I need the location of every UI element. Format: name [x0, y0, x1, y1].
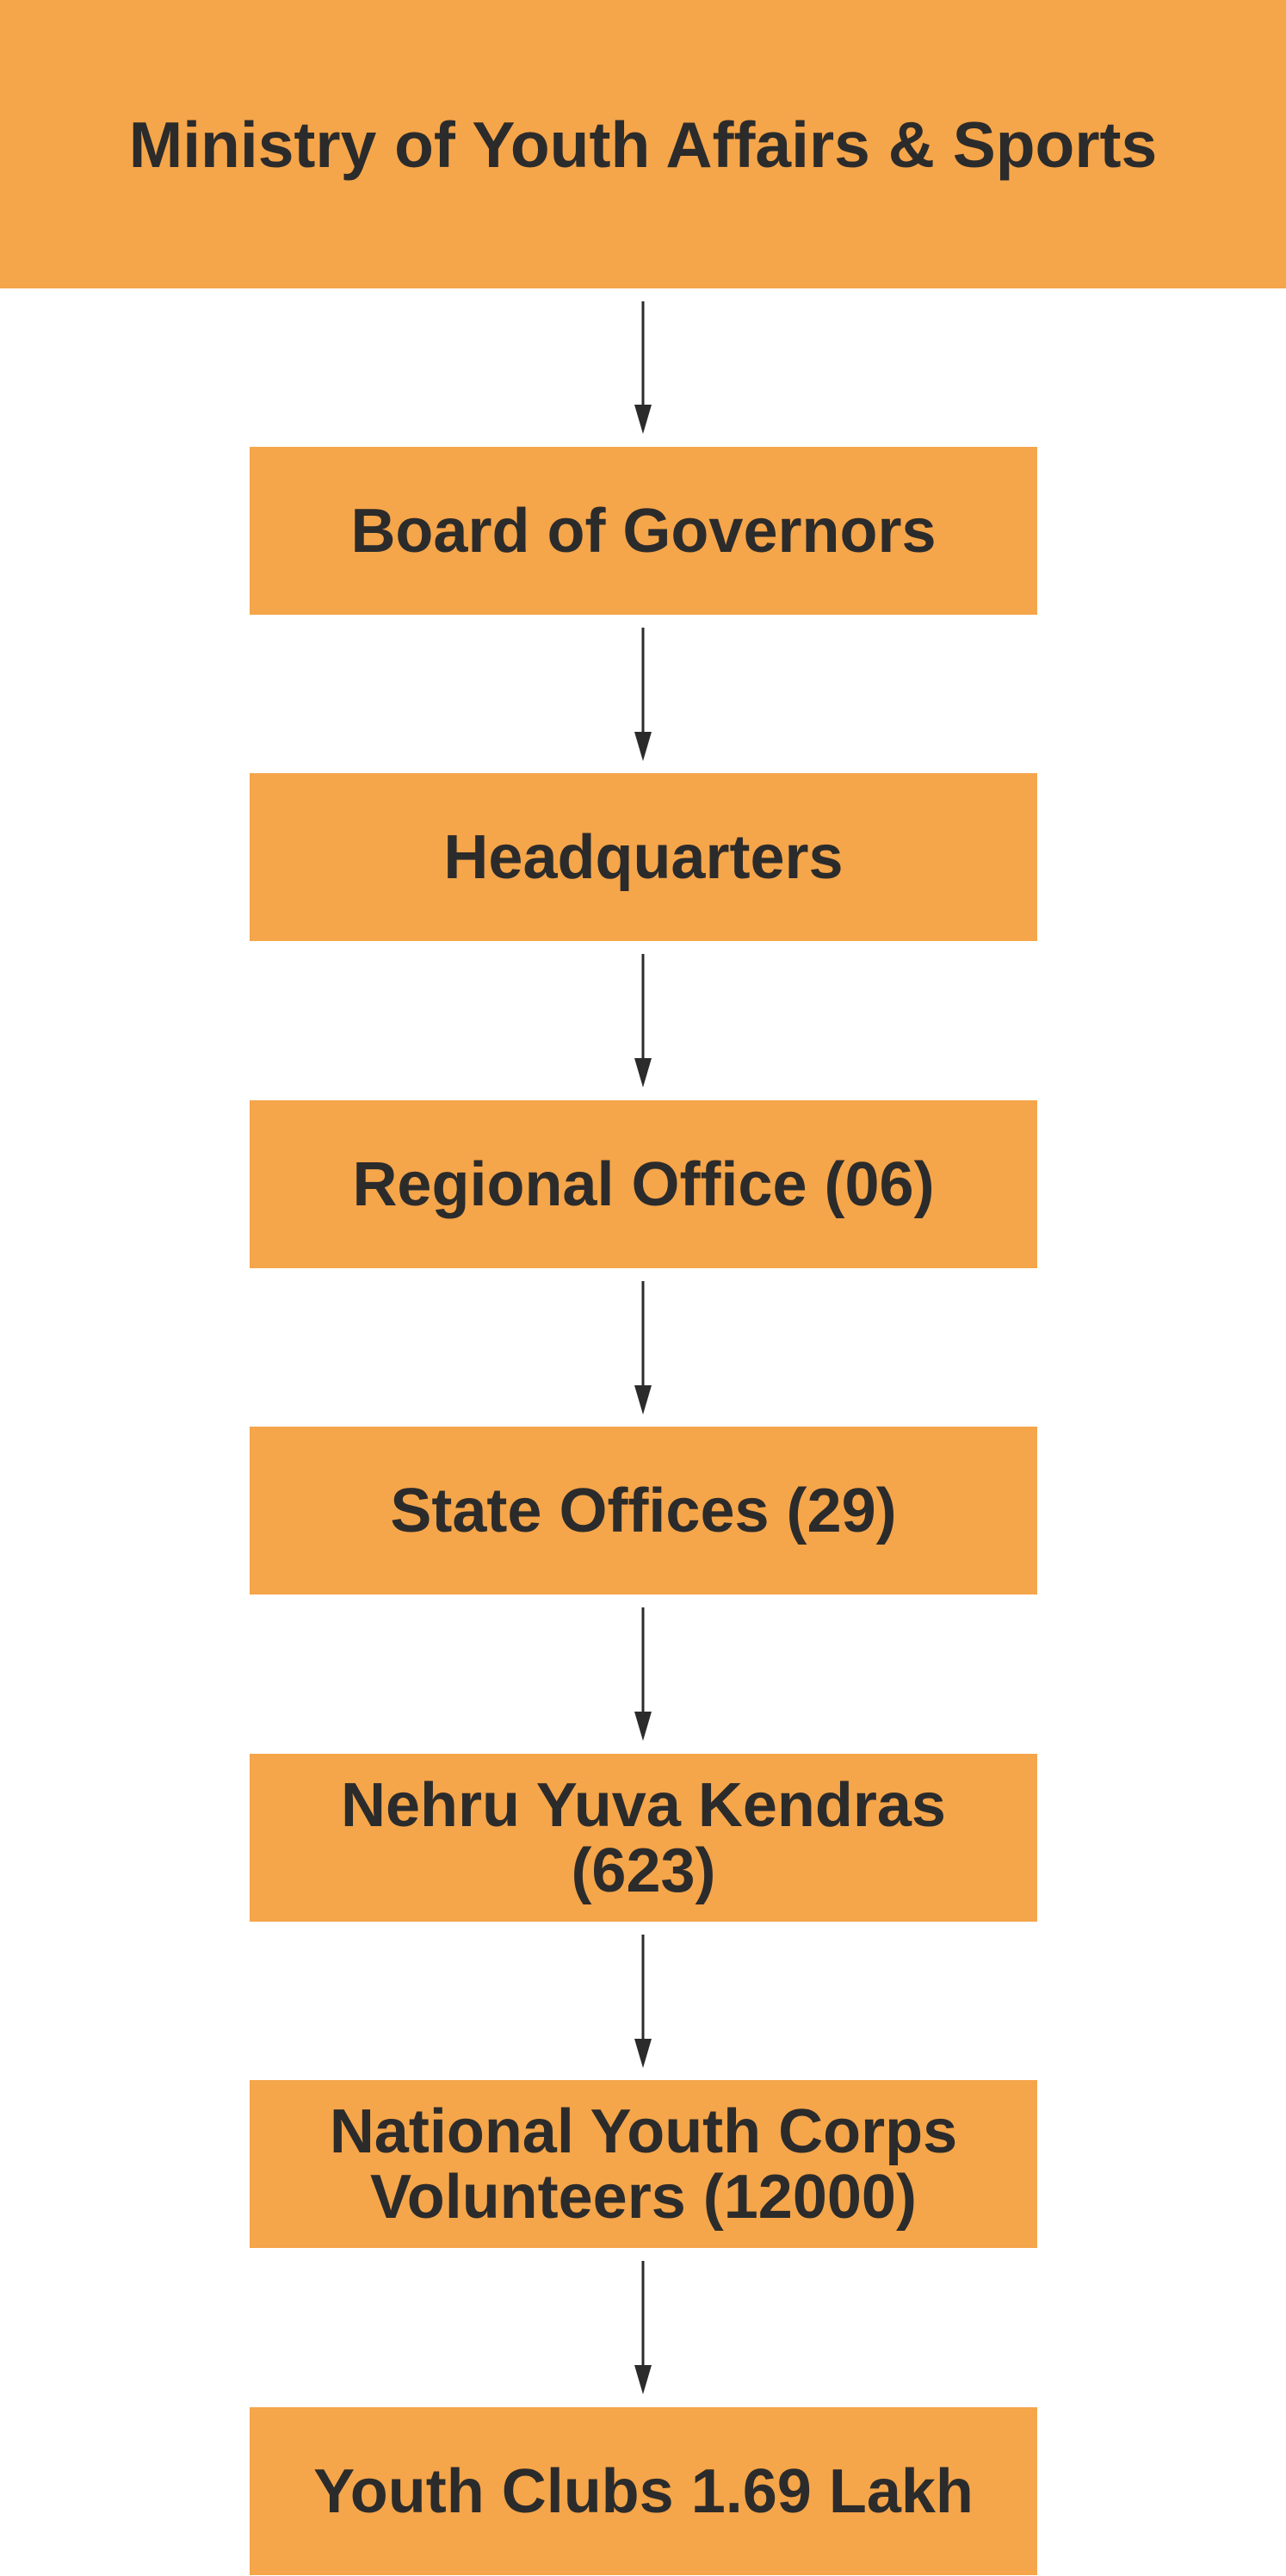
node-ministry: Ministry of Youth Affairs & Sports	[0, 0, 1286, 288]
node-regional-office: Regional Office (06)	[250, 1100, 1037, 1268]
arrow-ministry-to-board	[634, 301, 652, 434]
arrow-state-to-nyk	[634, 1607, 652, 1741]
arrow-nycv-to-clubs	[634, 2261, 652, 2394]
node-board-of-governors: Board of Governors	[250, 447, 1037, 615]
node-label-youth-clubs: Youth Clubs 1.69 Lakh	[313, 2456, 974, 2526]
node-label-board-of-governors: Board of Governors	[350, 496, 937, 566]
node-label-regional-office: Regional Office (06)	[352, 1149, 935, 1219]
arrow-headquarters-to-regional	[634, 954, 652, 1087]
node-label-state-offices: State Offices (29)	[390, 1476, 897, 1545]
node-state-offices: State Offices (29)	[250, 1427, 1037, 1595]
node-youth-clubs: Youth Clubs 1.69 Lakh	[250, 2407, 1037, 2575]
arrow-nyk-to-nycv	[634, 1935, 652, 2068]
node-nehru-yuva-kendras: Nehru Yuva Kendras (623)	[250, 1754, 1037, 1922]
node-label-headquarters: Headquarters	[443, 822, 844, 892]
node-label-ministry: Ministry of Youth Affairs & Sports	[128, 108, 1158, 181]
node-national-youth-corps-volunteers: National Youth Corps Volunteers (12000)	[250, 2080, 1037, 2248]
arrow-regional-to-state	[634, 1281, 652, 1415]
node-headquarters: Headquarters	[250, 773, 1037, 941]
arrow-board-to-headquarters	[634, 628, 652, 761]
node-label-national-youth-corps-volunteers: National Youth Corps Volunteers (12000)	[329, 2096, 958, 2232]
node-label-nehru-yuva-kendras: Nehru Yuva Kendras (623)	[341, 1770, 946, 1905]
